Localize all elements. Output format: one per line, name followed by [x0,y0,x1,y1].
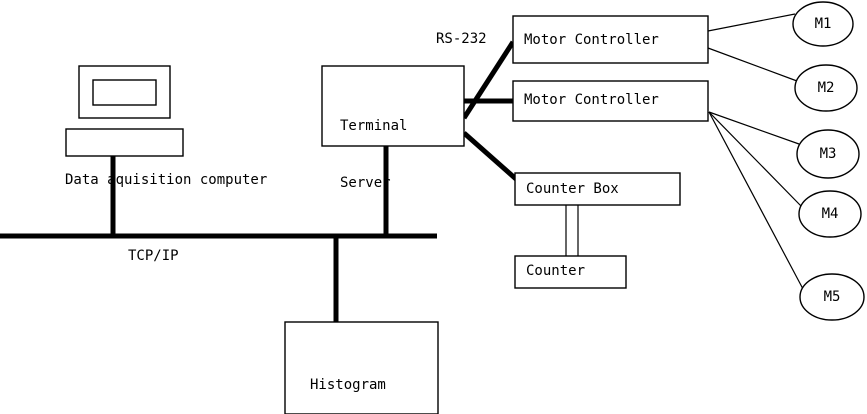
motor-label-m2: M2 [817,80,835,96]
histogram-memory-label-line1: Histogram [310,377,386,393]
motor-controller-1-to-m2 [707,47,798,82]
thick-edge-group [110,40,518,322]
bus-label: TCP/IP [128,248,179,264]
motor-ellipse-m4 [798,190,862,238]
monitor-screen [92,79,157,106]
motor-ellipse-m5 [799,273,865,321]
motor-label-m5: M5 [823,289,841,305]
motor-label-m1: M1 [814,16,832,32]
rs232-label: RS-232 [436,31,487,47]
terminal-server-box [321,65,465,147]
keyboard-outline [65,128,184,157]
computer-label: Data aquisition computer [65,172,268,188]
motor-label-m4: M4 [821,206,839,222]
motor-ellipse-m3 [796,129,860,179]
motor-controller-1-to-m1 [707,13,796,32]
histogram-memory-label: Histogram Memory [310,338,386,414]
motor-controller-1-box [512,15,709,64]
motor-ellipse-m1 [792,1,854,47]
motor-controller-2-to-m5 [708,111,804,290]
motor-label-m3: M3 [819,146,837,162]
terminal-server-label-line1: Terminal [340,118,408,134]
motor-controller-2-label: Motor Controller [524,92,659,108]
terminal-server-label-line2: Server [340,175,391,191]
terminal-server-to-motor-controller-1 [461,40,516,120]
motor-controller-2-to-m3 [708,111,800,145]
counter-box [514,255,627,289]
motor-shape-group [792,1,865,321]
motor-controller-1-label: Motor Controller [524,32,659,48]
motor-controller-2-box [512,80,709,122]
counter-label: Counter [526,263,586,279]
counter-box-box [514,172,681,206]
thin-edge-group [565,13,804,290]
counter-box-label: Counter Box [526,181,619,197]
motor-controller-2-to-m4 [708,111,802,207]
terminal-server-to-counter-box [462,131,518,181]
motor-ellipse-m2 [794,64,858,112]
terminal-server-label: Terminal Server [340,79,407,231]
histogram-memory-box [284,321,439,414]
